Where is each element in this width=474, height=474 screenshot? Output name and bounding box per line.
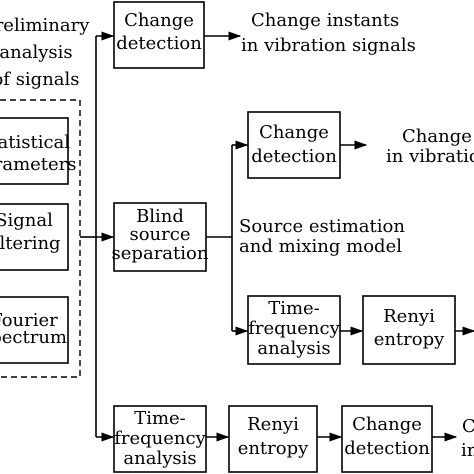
preliminary-title-line-1: Preliminary (0, 15, 90, 36)
top-output-line-1: Change instants (251, 10, 399, 31)
top-output-line-2: in vibration signals (241, 35, 416, 56)
preliminary-group-box (0, 99, 81, 378)
bss-upper-output-line-2: in vibration (386, 146, 474, 167)
bss-line-3: separation (112, 243, 209, 264)
bss-renyi-line-1: Renyi (383, 306, 435, 327)
bottom-tf-line-1: Time- (134, 408, 186, 429)
preliminary-analysis-title: Preliminary analysis of signals (0, 15, 90, 90)
bottom-change-detection-box (341, 405, 433, 473)
bss-upper-output-line-1: Change (402, 126, 472, 147)
bottom-renyi-line-1: Renyi (247, 414, 299, 435)
bss-renyi-line-2: entropy (374, 329, 445, 350)
statistical-parameters-box (0, 117, 69, 185)
bss-renyi-entropy-box (362, 295, 456, 365)
top-change-detection-line-2: detection (116, 33, 202, 54)
statistical-line-2: parameters (0, 154, 77, 175)
bss-change-detection-block: Change detection (247, 111, 341, 179)
filtering-line-1: Signal (0, 210, 53, 231)
preliminary-title-line-2: analysis (0, 42, 73, 63)
statistical-line-1: Statistical (0, 132, 70, 153)
filtering-line-2: filtering (0, 233, 61, 254)
bss-tf-analysis-box (247, 295, 341, 365)
fourier-line-1: Fourier (0, 310, 58, 331)
bss-box (113, 202, 207, 272)
bottom-renyi-entropy-box (228, 405, 318, 473)
bottom-output-line-1: C (462, 416, 474, 437)
bottom-tf-line-2: frequency (114, 428, 206, 449)
bottom-tf-analysis-box (113, 405, 207, 473)
bss-line-1: Blind (136, 206, 184, 227)
fourier-line-2: spectrum (0, 327, 67, 348)
bottom-output-line-2: in (461, 440, 474, 461)
signal-filtering-block: Signal filtering (0, 203, 69, 271)
bottom-tf-line-3: analysis (123, 448, 196, 469)
bottom-change-detection-line-2: detection (344, 438, 430, 459)
statistical-parameters-block: Statistical parameters (0, 117, 77, 185)
bss-tf-analysis-block: Time- frequency analysis (247, 295, 341, 365)
top-change-detection-block: Change detection (113, 1, 205, 69)
bss-renyi-entropy-block: Renyi entropy (362, 295, 456, 365)
bss-change-detection-line-1: Change (259, 122, 329, 143)
bss-tf-line-2: frequency (248, 318, 340, 339)
bss-tf-line-3: analysis (257, 338, 330, 359)
bss-line-2: source (129, 224, 190, 245)
bottom-change-detection-block: Change detection (341, 405, 433, 473)
bottom-renyi-line-2: entropy (238, 438, 309, 459)
top-change-detection-box (113, 1, 205, 69)
bss-change-detection-line-2: detection (251, 146, 337, 167)
bss-tf-line-1: Time- (268, 298, 320, 319)
bss-output-line-1: Source estimation (239, 216, 405, 237)
bottom-renyi-entropy-block: Renyi entropy (228, 405, 318, 473)
bottom-change-detection-line-1: Change (352, 414, 422, 435)
bss-output-line-2: and mixing model (239, 236, 402, 257)
fourier-spectrum-box (0, 296, 69, 364)
top-change-detection-line-1: Change (124, 10, 194, 31)
bottom-tf-analysis-block: Time- frequency analysis (113, 405, 207, 473)
fourier-spectrum-block: Fourier spectrum (0, 296, 69, 364)
signal-filtering-box (0, 203, 69, 271)
bss-block: Blind source separation (112, 202, 209, 272)
preliminary-title-line-3: of signals (0, 69, 80, 90)
